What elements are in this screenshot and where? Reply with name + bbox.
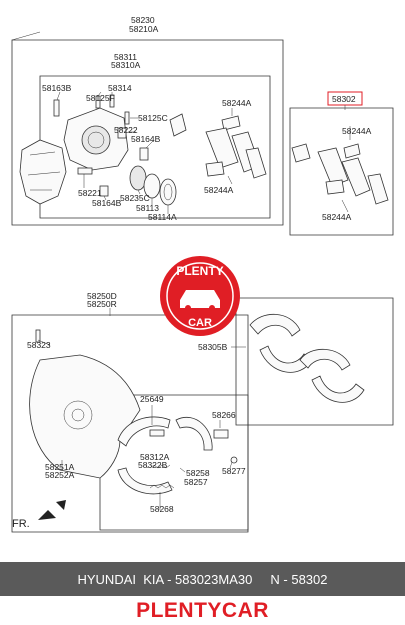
pb-shoe-1 [117, 416, 171, 447]
pad-clip-b [221, 115, 241, 131]
label-58221: 58221 [78, 188, 102, 198]
part-number-band: HYUNDAI KIA - 583023MA30 N - 58302 [0, 562, 405, 596]
spring-58312A [149, 464, 171, 469]
kit-pad-2 [341, 157, 371, 197]
label-58244A-1: 58244A [222, 98, 252, 108]
spring-58268 [149, 484, 175, 489]
adjuster-25649 [149, 429, 165, 437]
parts-diagram: 58230 58210A 58311 58310A 58163B 58314 5… [11, 15, 394, 533]
label-58244A-4: 58244A [322, 212, 352, 222]
label-58125C: 58125C [138, 113, 168, 123]
brand-text: PLENTYCAR [136, 598, 269, 622]
boot-58114A [159, 178, 177, 206]
label-58266: 58266 [212, 410, 236, 420]
label-25649: 25649 [140, 394, 164, 404]
label-58163B: 58163B [42, 83, 72, 93]
pin-58221 [77, 167, 93, 175]
label-58302: 58302 [332, 94, 356, 104]
kit-clip-b [343, 143, 361, 159]
pad-3 [245, 147, 267, 179]
label-58235C: 58235C [120, 193, 150, 203]
logo-top-text: PLENTY [176, 264, 223, 278]
brake-shoe-box [235, 297, 394, 426]
pb-shoe-3 [175, 417, 213, 451]
pb-shoe-2 [117, 467, 173, 495]
label-58210A: 58210A [129, 24, 159, 34]
pad-clip-c [205, 161, 225, 177]
clip-58277 [230, 456, 238, 464]
label-58244A-2: 58244A [204, 185, 234, 195]
label-58268: 58268 [150, 504, 174, 514]
label-58311: 58311 [114, 52, 137, 62]
label-58113: 58113 [136, 203, 159, 213]
car-icon [180, 290, 220, 308]
kit-clip-c [325, 179, 345, 195]
piston-58235C [129, 165, 147, 191]
label-58257: 58257 [184, 477, 208, 487]
label-58323: 58323 [27, 340, 51, 350]
kit-pad-1 [317, 147, 349, 187]
kit-pad-3 [367, 173, 389, 205]
label-58250D: 58250D [87, 291, 117, 301]
label-58164B-a: 58164B [131, 134, 161, 144]
pad-kit-box [289, 107, 394, 236]
label-58164B-b: 58164B [92, 198, 122, 208]
spring-58266 [213, 429, 229, 439]
label-58222: 58222 [114, 125, 138, 135]
bolt-58164B [139, 147, 149, 161]
label-58244A-3: 58244A [342, 126, 372, 136]
label-58230: 58230 [131, 15, 155, 25]
shoe-1 [249, 313, 301, 337]
label-58277: 58277 [222, 466, 246, 476]
label-58252A: 58252A [45, 470, 75, 480]
logo-bottom-text: CAR [188, 317, 212, 329]
kit-clip-a [291, 143, 311, 163]
front-arrow-icon [38, 500, 66, 520]
brand-title: PLENTYCAR [0, 596, 405, 625]
bolt-58323 [35, 329, 41, 343]
label-58312A: 58312A [140, 452, 170, 462]
shoe-4 [311, 375, 365, 403]
backing-plate [29, 354, 141, 479]
caliper-bracket [19, 139, 67, 205]
pad-clip-a [169, 113, 187, 137]
label-58251A: 58251A [45, 462, 75, 472]
plentycar-logo: PLENTY CAR [160, 256, 240, 336]
caliper-assembly-box [11, 39, 284, 226]
label-58114A: 58114A [148, 212, 177, 222]
label-58310A: 58310A [111, 60, 141, 70]
label-58125F: 58125F [86, 93, 115, 103]
label-58314: 58314 [108, 83, 132, 93]
pad-1 [205, 127, 239, 169]
shoe-3 [299, 348, 351, 371]
boot-58222 [117, 127, 127, 139]
label-58322B: 58322B [138, 460, 168, 470]
part-number-text: HYUNDAI KIA - 583023MA30 N - 58302 [77, 571, 328, 587]
label-58258: 58258 [186, 468, 210, 478]
hardware-box [99, 394, 249, 531]
bolt-58163B [53, 99, 60, 117]
label-58250R: 58250R [87, 299, 117, 309]
label-58305B: 58305B [198, 342, 228, 352]
label-fr: FR. [12, 518, 30, 530]
bolt-58125C [124, 111, 130, 125]
